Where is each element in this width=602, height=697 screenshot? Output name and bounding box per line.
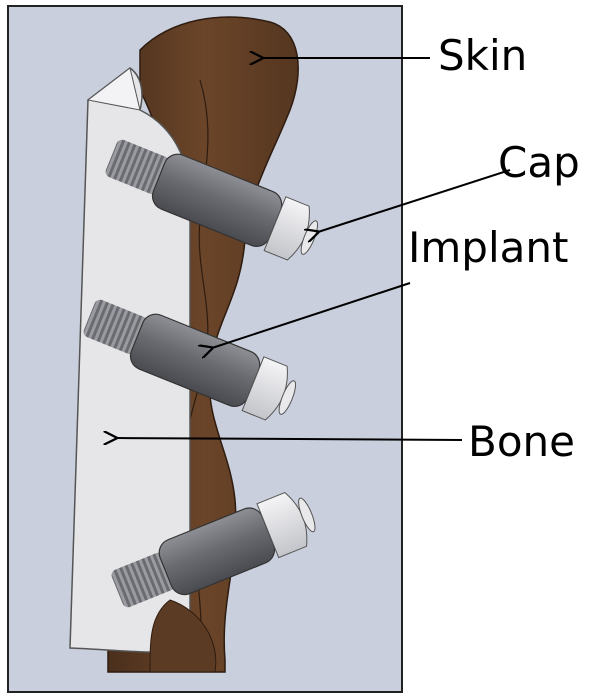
label-implant: Implant — [408, 223, 568, 272]
label-bone: Bone — [468, 417, 575, 466]
label-cap: Cap — [498, 138, 580, 187]
label-skin: Skin — [438, 31, 527, 80]
